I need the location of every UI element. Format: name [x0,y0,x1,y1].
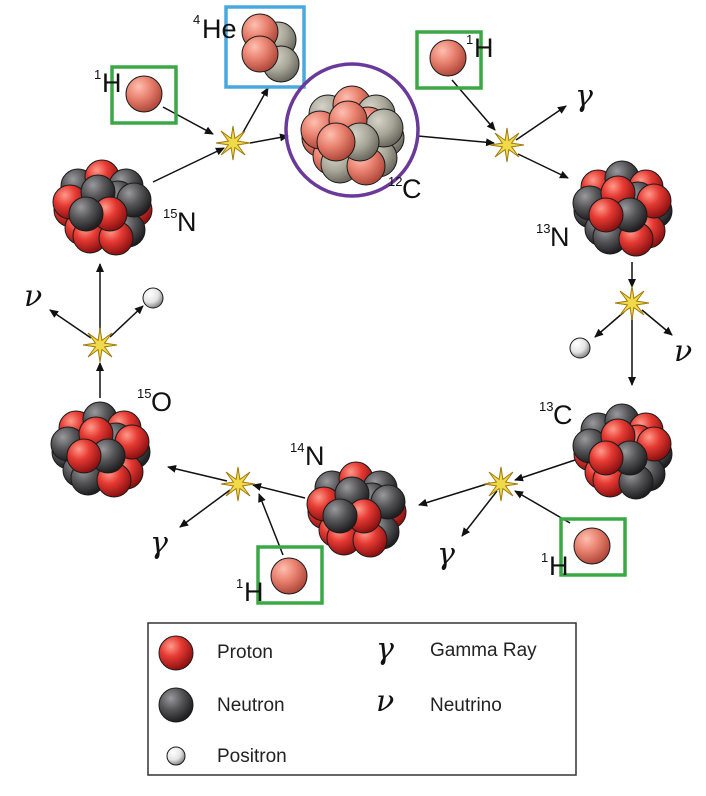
reaction-starburst-top-right [489,127,525,163]
legend-label-positron: Positron [217,746,287,767]
arrow-reaction-to-o15 [167,464,228,482]
label-hydrogen-1-top-left: 1H [94,67,122,98]
label-nitrogen-15: 15N [163,206,197,237]
hydrogen-1-top-right [429,39,467,77]
proton-icon [270,557,308,595]
reaction-starburst-bottom-right [483,466,519,502]
label-hydrogen-1-bottom-left: 1H [236,576,264,607]
arrow-reaction-to-gamma-bottom-left [179,489,231,528]
label-oxygen-15: 15O [137,386,172,417]
proton-icon [125,75,163,113]
nucleus-oxygen-15 [50,401,151,498]
legend-label-neutron: Neutron [217,695,285,716]
proton-icon [316,122,356,162]
gamma-symbol-bottom-left: γ [150,526,168,561]
label-hydrogen-1-bottom-right: 1H [541,550,569,581]
arrow-reaction-to-helium [240,87,269,137]
positron-icon [142,287,164,309]
arrow-reaction-to-n14 [418,482,491,507]
hydrogen-1-bottom-left [270,557,308,595]
neutron-icon [322,498,358,534]
proton-icon [429,39,467,77]
neutron-icon [68,196,104,232]
hydrogen-highlight-box-top-left [110,65,178,125]
label-hydrogen-1-top-right: 1H [466,32,494,63]
label-carbon-13: 13C [539,399,573,430]
neutrino-symbol-left: ν [24,279,42,314]
helium-highlight-box [224,5,306,89]
hydrogen-1-top-left [125,75,163,113]
arrow-h1-to-reaction-top-left [162,106,214,135]
arrow-n14-to-reaction [252,483,306,499]
nucleus-nitrogen-13 [572,160,673,257]
nucleus-nitrogen-15 [52,159,153,256]
reaction-starburst-bottom-left [220,466,256,502]
label-carbon-12: 12C [388,174,422,204]
arrow-reaction-to-carbon-12 [249,133,289,144]
hydrogen-highlight-box-top-right [415,30,483,90]
legend-positron-icon [166,746,186,766]
arrow-h1-to-reaction-bottom-left [258,493,284,556]
arrow-decay-to-neutrino-right [641,309,673,336]
legend-neutron-icon [158,687,194,723]
reaction-starbursts [82,125,650,502]
proton-icon [66,438,102,474]
hydrogen-1-bottom-right [573,527,611,565]
legend-box [147,622,577,776]
label-helium-4: 4He [193,12,237,44]
highlight-frames [110,5,627,605]
legend-label-gamma-ray: Gamma Ray [430,640,537,661]
reaction-starburst-top-left [215,125,251,161]
carbon-12-highlight-ring [284,62,420,198]
legend-neutrino-symbol: ν [376,684,394,719]
legend: Proton Neutron Positron γ ν Gamma Ray Ne… [147,622,577,776]
nucleus-nitrogen-14 [306,461,407,558]
nucleus-carbon-12 [300,85,405,186]
hydrogen-highlight-box-bottom-left [256,545,324,605]
positron-icon [569,337,591,359]
arrow-reaction-to-gamma-top [515,105,567,141]
proton-icon [588,440,624,476]
proton-icon [241,35,279,73]
arrow-carbon-12-to-reaction [417,135,495,147]
arrow-reaction-to-gamma-bottom-right [461,490,498,537]
label-nitrogen-13: 13N [536,221,570,252]
legend-label-proton: Proton [217,642,273,663]
arrow-decay-to-positron-left [109,305,144,338]
gamma-symbol-bottom-right: γ [437,537,455,572]
label-nitrogen-14: 14N [290,440,325,471]
arrow-c13-to-reaction [514,459,576,482]
legend-proton-icon [158,635,194,671]
arrow-decay-to-positron [594,311,625,338]
neutrino-symbol-right: ν [674,334,692,369]
nucleus-helium-4 [241,13,300,83]
nuclide-labels: 12C 13N 13C 14N 15O 15N 4He 1H 1H 1H 1H [94,12,573,607]
arrow-reaction-to-n13 [517,153,569,179]
decay-starburst-left [82,327,118,363]
nucleus-carbon-13 [572,403,673,500]
legend-gamma-symbol: γ [376,632,394,667]
arrow-decay-to-neutrino-left [49,309,92,339]
proton-icon [588,197,624,233]
emission-symbols: γ ν γ γ ν [24,79,692,572]
proton-icon [573,527,611,565]
hydrogen-highlight-box-bottom-right [559,517,627,577]
gamma-symbol-top-right: γ [575,79,593,114]
nuclei-layer [50,13,673,595]
legend-label-neutrino: Neutrino [430,695,502,716]
arrow-n15-to-reaction [152,147,225,183]
decay-starburst-right [614,285,650,321]
legend-icons [158,635,194,766]
